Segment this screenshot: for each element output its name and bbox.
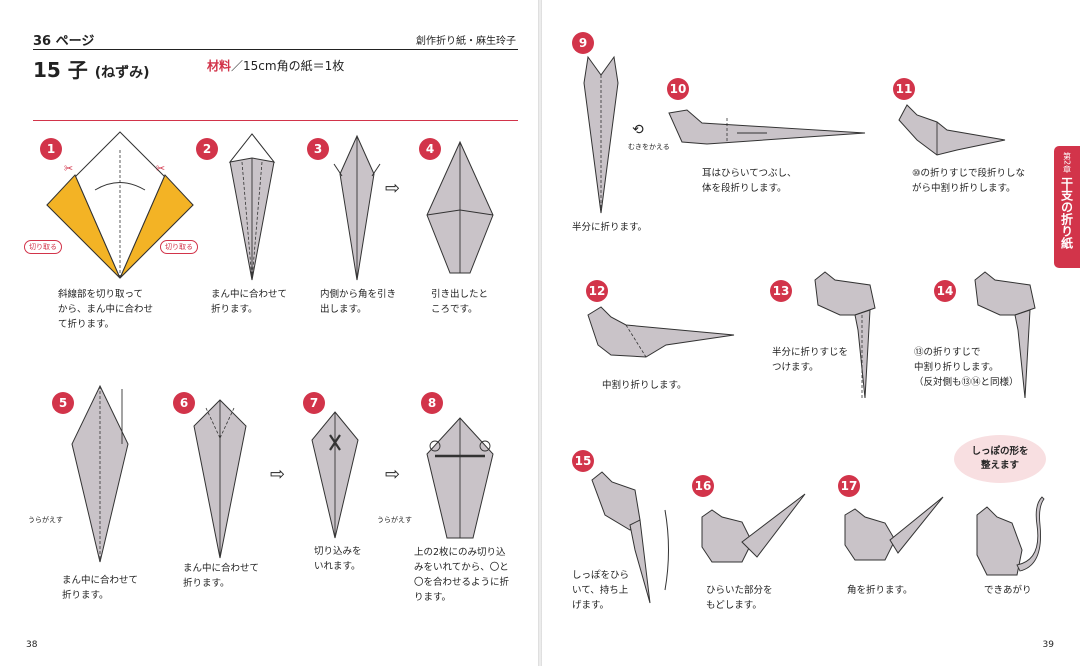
- step-caption-15: しっぽをひら いて、持ち上 げます。: [572, 570, 630, 611]
- step-caption-finished: できあがり: [984, 585, 1032, 596]
- cut-label-right: 切り取る: [160, 240, 198, 254]
- step-badge-15: 15: [572, 450, 594, 472]
- flip-label-5: うらがえす: [28, 516, 63, 524]
- cut-label-left: 切り取る: [24, 240, 62, 254]
- step-15-diagram: [591, 471, 669, 604]
- flip-label-8: うらがえす: [377, 516, 412, 524]
- title-reading: (ねずみ): [94, 65, 150, 81]
- step-4-diagram: [426, 140, 494, 274]
- step-badge-14: 14: [934, 280, 956, 302]
- step-badge-3: 3: [307, 138, 329, 160]
- arrow-right-icon: ⇨: [385, 178, 401, 199]
- step-17-diagram: [844, 496, 944, 561]
- title-main: 15 子: [33, 58, 88, 82]
- page-number-left: 38: [26, 640, 38, 650]
- step-caption-14: ⑬の折りすじで 中割り折りします。 （反対側も⑬⑭と同様）: [914, 347, 1019, 388]
- chapter-number: 第2章: [1062, 152, 1072, 174]
- left-page: 36 ページ 創作折り紙・麻生玲子 15 子 (ねずみ) 材料／15cm角の紙＝…: [0, 0, 538, 666]
- step-caption-11: ⑩の折りすじで段折りしな がら中割り折りします。: [912, 168, 1026, 194]
- step-badge-7: 7: [303, 392, 325, 414]
- book-gutter: [538, 0, 542, 666]
- step-badge-1: 1: [40, 138, 62, 160]
- step-caption-10: 耳はひらいてつぶし、 体を段折りします。: [702, 168, 797, 194]
- step-8-diagram: [426, 417, 494, 539]
- step-caption-2: まん中に合わせて 折ります。: [211, 289, 288, 315]
- page-title: 15 子 (ねずみ): [33, 54, 150, 83]
- credit: 創作折り紙・麻生玲子: [416, 36, 516, 47]
- turn-label: むきをかえる: [628, 143, 670, 151]
- step-badge-4: 4: [419, 138, 441, 160]
- step-1-diagram: [46, 131, 194, 279]
- step-14-diagram: [974, 271, 1036, 399]
- step-badge-17: 17: [838, 475, 860, 497]
- step-5-diagram: [71, 384, 129, 563]
- step-caption-9: 半分に折ります。: [572, 222, 648, 233]
- step-caption-7: 切り込みを いれます。: [314, 546, 362, 572]
- step-6-diagram: [193, 399, 247, 559]
- step-caption-12: 中割り折りします。: [602, 380, 687, 391]
- header-rule: [33, 49, 518, 50]
- step-10-diagram: [668, 109, 866, 145]
- step-badge-9: 9: [572, 32, 594, 54]
- step-caption-4: 引き出したと ころです。: [431, 289, 489, 315]
- step-badge-13: 13: [770, 280, 792, 302]
- step-12-diagram: [587, 306, 735, 358]
- material-text: ／15cm角の紙＝1枚: [231, 59, 345, 73]
- step-3-diagram: [333, 134, 381, 281]
- right-page: 第2章 干支の折り紙 9 半分に折ります。 10 ⟲ むきをかえる 耳はひらいて…: [542, 0, 1080, 666]
- material: 材料／15cm角の紙＝1枚: [207, 57, 344, 74]
- rotate-icon: ⟲: [632, 122, 644, 138]
- chapter-title: 干支の折り紙: [1059, 177, 1074, 250]
- step-caption-16: ひらいた部分を もどします。: [706, 585, 773, 611]
- step-2-diagram: [228, 133, 276, 281]
- step-caption-5: まん中に合わせて 折ります。: [62, 575, 139, 601]
- divider: [33, 120, 518, 121]
- step-caption-17: 角を折ります。: [847, 585, 913, 596]
- step-badge-8: 8: [421, 392, 443, 414]
- step-caption-1: 斜線部を切り取って から、まん中に合わせ て折ります。: [58, 289, 154, 330]
- step-11-diagram: [898, 104, 1006, 156]
- step-badge-5: 5: [52, 392, 74, 414]
- step-9-diagram: [583, 55, 619, 214]
- scissors-icon: ✂: [64, 162, 74, 175]
- step-badge-2: 2: [196, 138, 218, 160]
- arrow-right-icon: ⇨: [270, 464, 286, 485]
- step-badge-16: 16: [692, 475, 714, 497]
- step-badge-12: 12: [586, 280, 608, 302]
- scissors-icon: ✂: [156, 162, 166, 175]
- step-badge-6: 6: [173, 392, 195, 414]
- step-caption-6: まん中に合わせて 折ります。: [183, 563, 260, 589]
- step-7-diagram: [311, 411, 359, 539]
- step-caption-8: 上の2枚にのみ切り込 みをいれてから、〇と 〇を合わせるように折 ります。: [414, 547, 510, 603]
- chapter-tab: 第2章 干支の折り紙: [1054, 146, 1080, 268]
- step-badge-11: 11: [893, 78, 915, 100]
- finished-mouse-diagram: [976, 496, 1045, 576]
- material-label: 材料: [207, 59, 232, 73]
- step-13-diagram: [814, 271, 876, 399]
- arrow-right-icon: ⇨: [385, 464, 401, 485]
- page-number-right: 39: [1042, 640, 1054, 650]
- step-caption-13: 半分に折りすじを つけます。: [772, 347, 849, 373]
- step-caption-3: 内側から角を引き 出します。: [320, 289, 397, 315]
- step-badge-10: 10: [667, 78, 689, 100]
- step-16-diagram: [701, 493, 806, 563]
- page-label: 36 ページ: [33, 34, 95, 49]
- speech-bubble: しっぽの形を 整えます: [954, 435, 1046, 483]
- bubble-text: しっぽの形を 整えます: [971, 446, 1029, 471]
